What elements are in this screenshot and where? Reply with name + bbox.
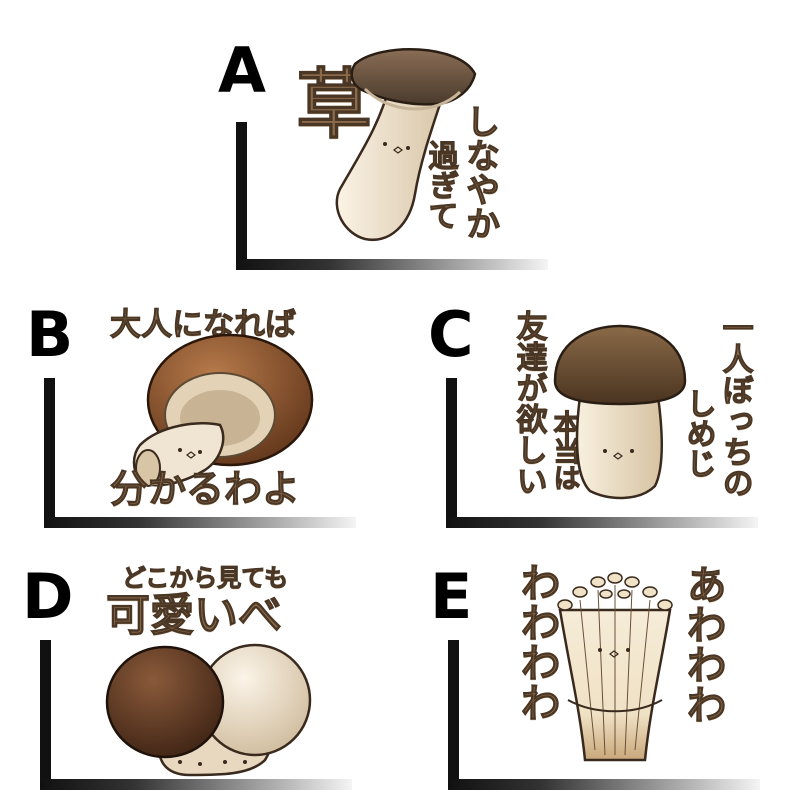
panel-c-bracket-horizontal	[446, 517, 758, 528]
panel-d-big-text: 可愛いべ	[106, 590, 283, 641]
panel-e: E わわわわ あわわわ	[400, 540, 800, 800]
panel-c-text-column-3: しめじ	[680, 388, 716, 479]
panel-e-letter: E	[430, 560, 473, 633]
panel-e-bracket-vertical	[448, 640, 459, 790]
panel-b-mushroom-illustration	[132, 333, 314, 487]
panel-a-bracket-vertical	[236, 122, 247, 270]
panel-c-text-column-1: 友達が欲しい	[510, 310, 547, 497]
panel-b-bracket-vertical	[44, 378, 55, 528]
panel-d: D どこから見ても 可愛いべ	[0, 540, 400, 800]
panel-b-bottom-text: 分かるわよ	[109, 467, 301, 511]
panel-c-text-column-2: 本当は	[548, 410, 580, 492]
panel-b-bracket-horizontal	[44, 517, 356, 528]
panel-d-bracket-vertical	[40, 640, 51, 790]
panel-b-letter: B	[26, 298, 74, 371]
panel-c-letter: C	[428, 298, 474, 371]
panel-e-left-text: わわわわ	[513, 562, 560, 723]
panel-e-mushroom-illustration	[557, 572, 673, 762]
panel-b-top-text: 大人になれば	[110, 307, 297, 343]
panel-c-text-column-4: 一人ぼっちの	[716, 312, 753, 499]
panel-d-letter: D	[22, 560, 74, 633]
panel-e-bracket-horizontal	[448, 779, 760, 790]
panel-d-top-text: どこから見ても	[121, 564, 289, 592]
panel-a-bracket-horizontal	[236, 259, 548, 270]
panel-e-right-text: あわわわ	[679, 564, 726, 725]
panel-d-bracket-horizontal	[40, 779, 352, 790]
panel-a-text-column-2: しなやか	[459, 104, 500, 241]
panel-d-mushroom-illustration	[105, 643, 312, 777]
panel-c-mushroom-illustration	[553, 324, 687, 500]
panel-a-letter: A	[218, 34, 266, 107]
panel-a: A 草 過ぎて しなやか	[0, 0, 800, 280]
panel-c-bracket-vertical	[446, 378, 457, 528]
panel-a-mushroom-illustration	[335, 48, 477, 242]
panel-a-text-column-1: 過ぎて	[422, 140, 458, 231]
panel-b: B 大人になれば 分かるわよ	[0, 290, 400, 540]
panel-c: C 友達が欲しい 本当は しめじ 一人ぼっちの	[400, 290, 800, 540]
